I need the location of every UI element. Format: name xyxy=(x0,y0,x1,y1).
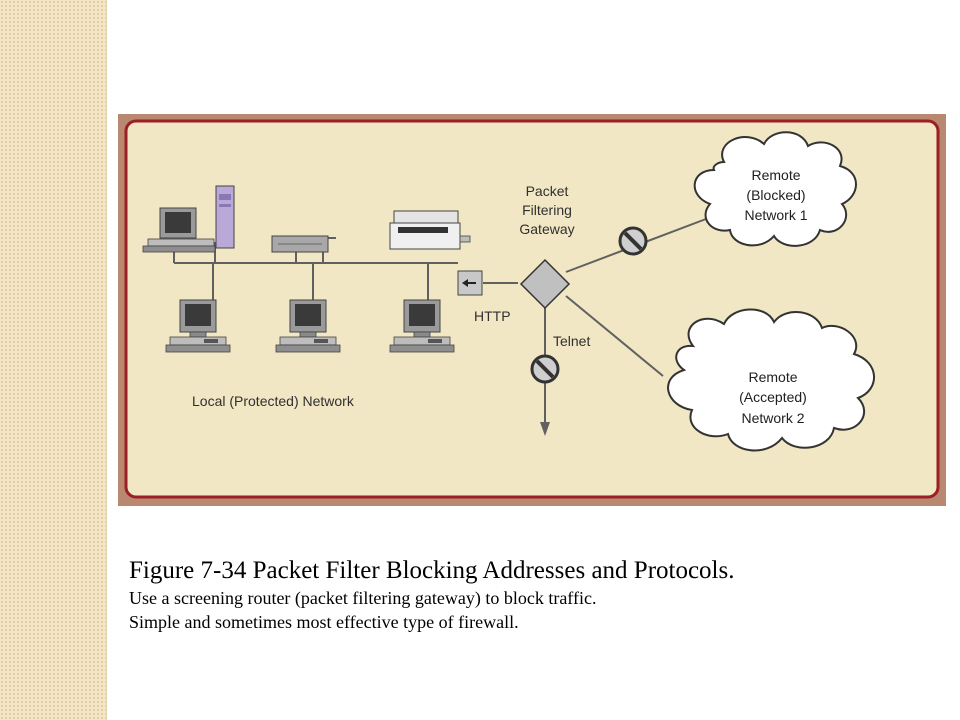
caption-title: Figure 7-34 Packet Filter Blocking Addre… xyxy=(129,557,735,584)
gateway-label-line: Filtering xyxy=(522,202,572,218)
hub-icon xyxy=(271,235,329,253)
blocked-telnet-icon xyxy=(530,354,560,384)
gateway-icon xyxy=(519,258,571,310)
network-diagram: Packet Filtering Gateway HTTP Telnet Loc… xyxy=(118,114,946,506)
remote-blocked-cloud xyxy=(693,131,857,247)
workstation-icon xyxy=(142,207,216,253)
telnet-arrow xyxy=(540,422,550,436)
remote-accepted-label-line: (Accepted) xyxy=(739,389,807,405)
gateway-label-line: Gateway xyxy=(519,221,574,237)
telnet-label: Telnet xyxy=(553,333,590,349)
remote-blocked-label-line: Remote xyxy=(751,167,800,183)
remote-blocked-label-line: Network 1 xyxy=(744,207,807,223)
printer-icon xyxy=(389,210,471,250)
remote-accepted-label-line: Network 2 xyxy=(741,410,804,426)
local-network-label: Local (Protected) Network xyxy=(192,393,355,409)
figure-caption: Figure 7-34 Packet Filter Blocking Addre… xyxy=(129,556,949,634)
server-tower-icon xyxy=(215,185,235,249)
network-diagram-svg: Packet Filtering Gateway HTTP Telnet Loc… xyxy=(118,114,946,506)
entry-arrow-icon xyxy=(457,270,483,296)
gateway-label-line: Packet xyxy=(526,183,569,199)
caption-line-2: Simple and sometimes most effective type… xyxy=(129,612,519,632)
remote-blocked-label-line: (Blocked) xyxy=(746,187,805,203)
http-label: HTTP xyxy=(474,308,511,324)
remote-accepted-label-line: Remote xyxy=(748,369,797,385)
remote-accepted-cloud xyxy=(667,308,875,452)
blocked-link-icon xyxy=(618,226,648,256)
decorative-side-strip xyxy=(0,0,107,720)
caption-line-1: Use a screening router (packet filtering… xyxy=(129,588,597,608)
